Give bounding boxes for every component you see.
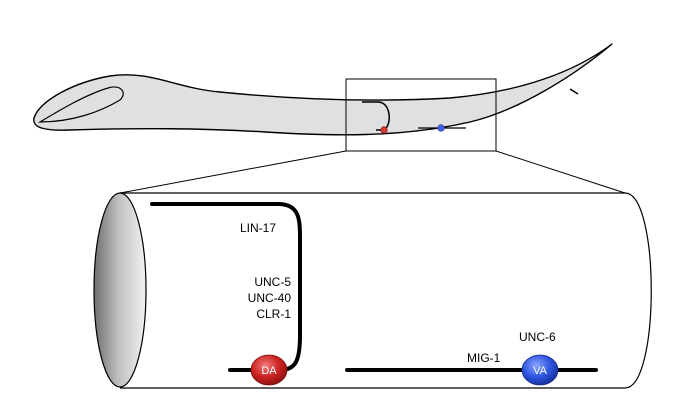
worm-body bbox=[33, 43, 613, 136]
label-unc-5: UNC-5 bbox=[254, 275, 291, 289]
worm-anus-mark bbox=[569, 88, 579, 95]
zoom-box bbox=[345, 78, 497, 152]
label-lin-17: LIN-17 bbox=[240, 221, 276, 235]
da-cell-body bbox=[250, 354, 288, 386]
label-unc-6: UNC-6 bbox=[519, 330, 556, 344]
label-mig-1: MIG-1 bbox=[467, 351, 501, 365]
tube-opening bbox=[93, 192, 147, 388]
va-cell-body bbox=[521, 354, 559, 386]
va-cell: VA bbox=[521, 354, 559, 386]
tube-body bbox=[120, 192, 652, 389]
zoom-line-left bbox=[119, 150, 347, 194]
mini-va-cell bbox=[437, 124, 445, 132]
da-axon bbox=[150, 202, 302, 372]
label-unc-40: UNC-40 bbox=[248, 291, 292, 305]
da-cell: DA bbox=[250, 354, 288, 386]
da-cell-label: DA bbox=[261, 365, 277, 377]
label-clr-1: CLR-1 bbox=[256, 307, 291, 321]
va-cell-label: VA bbox=[533, 365, 548, 377]
worm-pharynx bbox=[37, 86, 124, 123]
zoom-line-right bbox=[495, 150, 626, 194]
mini-da-cell bbox=[380, 126, 388, 134]
